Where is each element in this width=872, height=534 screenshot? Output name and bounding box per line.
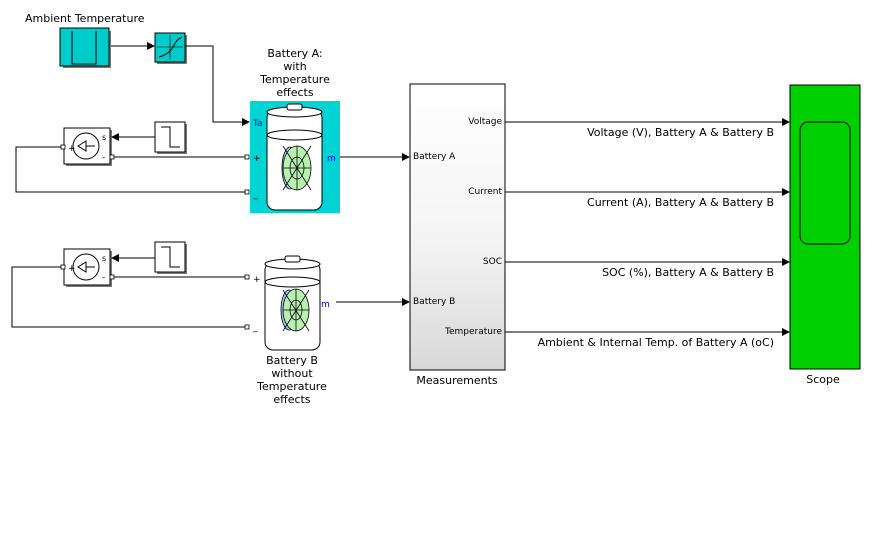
measurements-block[interactable] [409, 83, 506, 371]
source-b-port-s: s [102, 254, 106, 263]
wire-lookup-to-battery-a [185, 45, 250, 126]
measurements-output-soc: SOC [482, 257, 502, 267]
current-source-a-block[interactable] [63, 127, 112, 166]
battery-b-caption-line: without [271, 367, 313, 380]
battery-b-port-plus: + [253, 275, 261, 285]
measurements-output-current: Current [468, 187, 502, 197]
measurements-output-temperature: Temperature [444, 327, 502, 337]
battery-a-port-minus: _ [252, 190, 258, 200]
signal-label-soc: SOC (%), Battery A & Battery B [602, 266, 774, 279]
battery-a-caption-line: with [283, 60, 307, 73]
source-a-port-plus: + [68, 144, 76, 154]
measurements-input-battery-b: Battery B [413, 297, 456, 307]
signal-label-voltage: Voltage (V), Battery A & Battery B [587, 126, 774, 139]
step-block-a[interactable] [154, 121, 187, 154]
battery-a-caption: Battery A: with Temperature effects [260, 47, 330, 99]
lookup-table-block[interactable] [154, 32, 187, 64]
battery-a-caption-line: Temperature [260, 73, 330, 86]
battery-a-caption-line: effects [276, 86, 314, 99]
battery-a-block[interactable] [250, 101, 340, 213]
battery-b-port-m: m [321, 300, 330, 310]
scope-block[interactable] [789, 84, 861, 370]
battery-b-port-minus: _ [252, 323, 258, 333]
signal-label-current: Current (A), Battery A & Battery B [587, 196, 774, 209]
measurements-output-voltage: Voltage [468, 117, 502, 127]
source-a-port-minus: - [102, 153, 105, 163]
battery-b-caption-line: effects [273, 393, 311, 406]
measurements-title: Measurements [416, 374, 498, 387]
battery-b-caption: Battery B without Temperature effects [257, 354, 327, 406]
measurements-input-battery-a: Battery A [413, 152, 456, 162]
source-b-port-plus: + [68, 264, 76, 274]
step-block-b[interactable] [154, 241, 187, 274]
signal-label-temperature: Ambient & Internal Temp. of Battery A (o… [537, 336, 774, 349]
ambient-temperature-title: Ambient Temperature [25, 12, 145, 25]
battery-b-block[interactable] [264, 255, 321, 351]
source-a-port-s: s [102, 133, 106, 142]
battery-b-caption-line: Temperature [257, 380, 327, 393]
battery-a-port-plus: + [253, 154, 261, 164]
current-source-b-block[interactable] [63, 248, 112, 287]
ambient-temperature-block[interactable] [59, 27, 111, 68]
scope-title: Scope [806, 373, 840, 386]
battery-b-caption-line: Battery B [266, 354, 318, 367]
source-b-port-minus: - [102, 273, 105, 283]
battery-a-port-m: m [327, 154, 336, 164]
wire-source-b-plus-loop [11, 266, 249, 328]
battery-a-port-ta: Ta [252, 119, 263, 129]
battery-a-caption-line: Battery A: [267, 47, 323, 60]
wire-source-a-plus-loop [15, 146, 249, 193]
